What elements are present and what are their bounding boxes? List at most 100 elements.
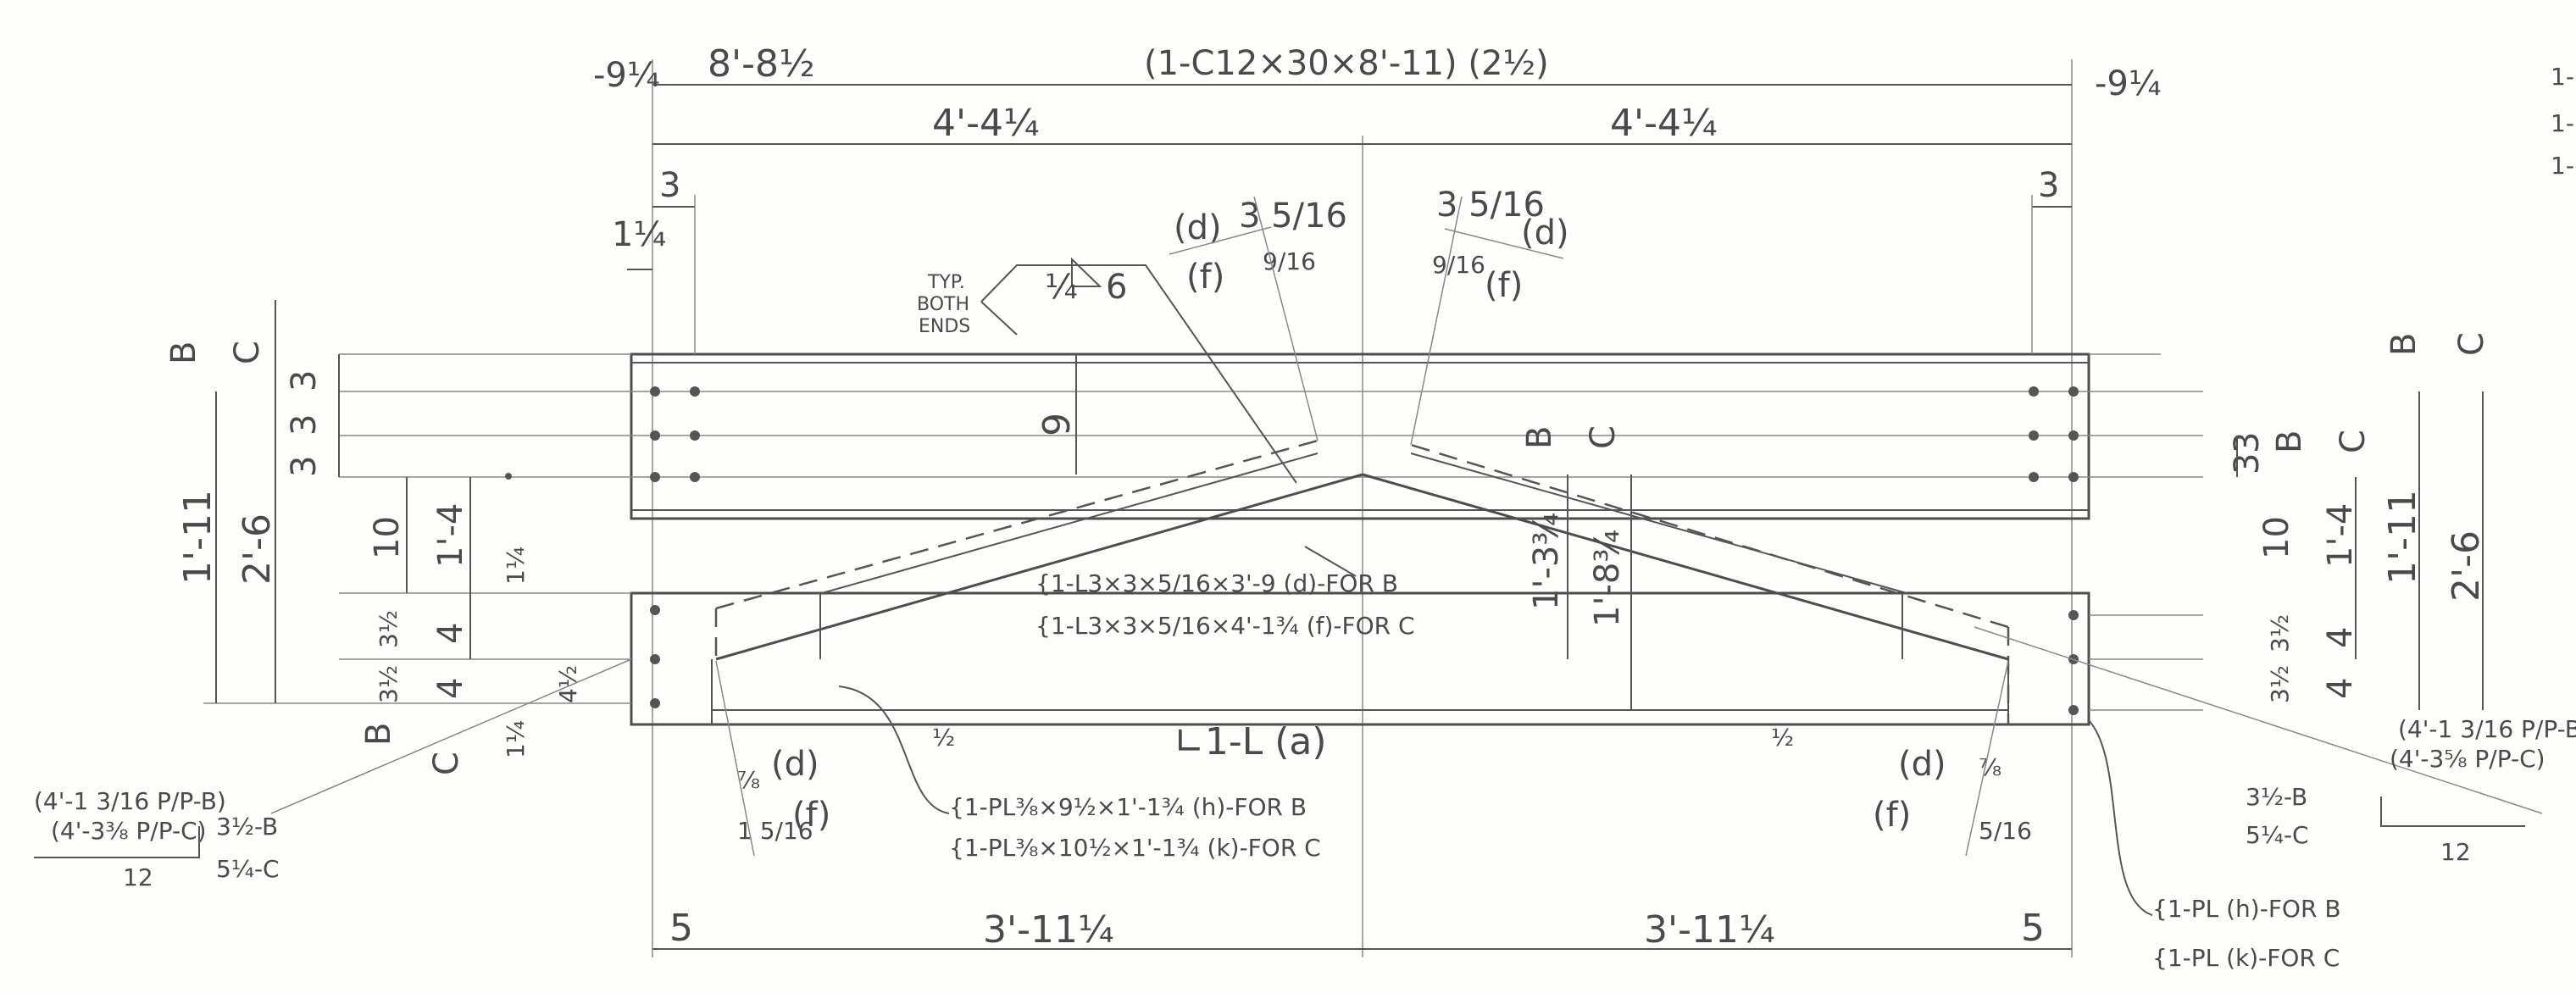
slope-right-rise-b: 3½-B bbox=[2246, 783, 2307, 811]
plate-note-leader bbox=[2088, 719, 2153, 916]
half-left: ½ bbox=[932, 724, 955, 752]
bottom-angle bbox=[203, 591, 2203, 726]
right-column-dims: B C 3 3 B C 10 1'-4 1'-11 2'-6 3½ 3½ 4 4 bbox=[1974, 332, 2543, 814]
bottom-half-left: 3'-11¼ bbox=[983, 908, 1114, 952]
slope-right-c: (4'-3⅝ P/P-C) bbox=[2390, 745, 2545, 773]
span-dimension: 8'-8½ bbox=[708, 42, 815, 86]
slope-left-run: 12 bbox=[123, 863, 153, 891]
right-offset: -9¼ bbox=[2095, 64, 2162, 103]
half-dimension-left: 4'-4¼ bbox=[932, 102, 1040, 145]
center-nine: 9 bbox=[1035, 413, 1079, 436]
weld-note-line2: BOTH bbox=[917, 294, 969, 315]
br-five-sixteenths: 5/16 bbox=[1979, 817, 2032, 845]
edge-mark-2: 1- bbox=[2551, 109, 2574, 137]
right-c-mid: C bbox=[2334, 430, 2373, 453]
bottom-end-right: 5 bbox=[2021, 907, 2045, 950]
weld-note-line1: TYP. bbox=[927, 272, 965, 293]
bottom-right-dims: (d) ⅞ (f) 5/16 bbox=[1873, 660, 2032, 857]
edge-mark-1: 1- bbox=[2551, 63, 2574, 91]
center-dim-c: 1'-8¾ bbox=[1588, 530, 1627, 627]
br-f: (f) bbox=[1873, 796, 1911, 835]
left-one-quarter: 1¼ bbox=[502, 547, 530, 585]
leader bbox=[1304, 546, 1357, 577]
bolt bbox=[2068, 705, 2079, 715]
left-d-value: 3 5/16 bbox=[1239, 197, 1347, 236]
left-three-half-a: 3½ bbox=[375, 610, 402, 648]
plate-h-callout: {1-PL⅜×9½×1'-1¾ (h)-FOR B bbox=[949, 793, 1307, 821]
bolt bbox=[2029, 472, 2039, 482]
plate-note-h: {1-PL (h)-FOR B bbox=[2152, 895, 2341, 923]
left-four-half: 4½ bbox=[554, 665, 582, 703]
bolt bbox=[650, 605, 660, 615]
slope-right-b: (4'-1 3/16 P/P-B) bbox=[2398, 715, 2576, 743]
br-seven-eighths: ⅞ bbox=[1979, 753, 2001, 781]
bolt bbox=[2068, 472, 2079, 482]
left-three-half-b: 3½ bbox=[375, 665, 402, 703]
bottom-angle-label: ∟1-L (a) bbox=[1174, 720, 1327, 763]
bolt bbox=[650, 386, 660, 397]
center-c: C bbox=[1584, 425, 1623, 449]
ext-line bbox=[1253, 196, 1319, 441]
ext-line bbox=[715, 660, 755, 857]
left-dim-b: 1'-11 bbox=[176, 490, 219, 585]
bolt bbox=[2068, 430, 2079, 441]
right-four-b: 4 bbox=[2321, 678, 2360, 699]
plate-k-callout: {1-PL⅜×10½×1'-1¾ (k)-FOR C bbox=[949, 834, 1321, 862]
right-b: B bbox=[2384, 333, 2423, 356]
left-three-a: 3 bbox=[285, 370, 324, 391]
bolt bbox=[2029, 386, 2039, 397]
slope-triangle-left bbox=[34, 826, 200, 858]
left-diagonal-heel bbox=[821, 452, 1319, 594]
weld-leader bbox=[980, 264, 1297, 484]
slope-left-rise-c: 5¼-C bbox=[216, 855, 280, 883]
right-c: C bbox=[2452, 332, 2491, 356]
top-left-three: 3 bbox=[659, 166, 680, 205]
weld-leader-tail bbox=[980, 301, 1018, 336]
right-three-half-b: 3½ bbox=[2266, 665, 2294, 703]
top-channel bbox=[339, 352, 2203, 520]
bolt bbox=[2029, 430, 2039, 441]
top-left-gauge: 1¼ bbox=[612, 215, 666, 254]
right-f-label: (f) bbox=[1485, 266, 1523, 305]
slope-line-right bbox=[1974, 626, 2543, 814]
slope-left-rise-b: 3½-B bbox=[216, 813, 278, 841]
left-ten: 10 bbox=[368, 516, 407, 559]
slope-triangle-right bbox=[2380, 796, 2525, 827]
edge-mark-3: 1- bbox=[2551, 152, 2574, 180]
left-b-bottom: B bbox=[359, 723, 398, 746]
right-diagonal-lower bbox=[1362, 473, 2009, 661]
slope-line-left bbox=[270, 658, 632, 814]
bl-d: (d) bbox=[771, 745, 819, 784]
weld-note-line3: ENDS bbox=[919, 316, 970, 337]
left-diagonal-lower bbox=[715, 473, 1363, 661]
dim-line bbox=[1444, 228, 1564, 259]
top-right-three: 3 bbox=[2038, 166, 2059, 205]
bolt bbox=[2068, 610, 2079, 620]
br-d: (d) bbox=[1898, 745, 1946, 784]
right-diagonal-heel bbox=[1410, 452, 1907, 594]
bolt bbox=[690, 386, 700, 397]
slope-right-run: 12 bbox=[2440, 838, 2471, 866]
right-three-a: 3 bbox=[2228, 432, 2267, 453]
right-dim-b: 1'-11 bbox=[2381, 490, 2424, 585]
angle-callout-d: {1-L3×3×5/16×3'-9 (d)-FOR B bbox=[1035, 569, 1398, 597]
slope-left: (4'-1 3/16 P/P-B) (4'-3⅜ P/P-C) 3½-B 5¼-… bbox=[34, 787, 280, 891]
left-column-dims: B C 3 3 3 1'-11 2'-6 10 1'-4 1¼ 4 3½ 3½ … bbox=[164, 300, 632, 814]
slope-left-b: (4'-1 3/16 P/P-B) bbox=[34, 787, 226, 815]
left-one-four: 1'-4 bbox=[431, 503, 470, 568]
bl-f: (f) bbox=[792, 796, 830, 835]
bolt bbox=[650, 654, 660, 664]
top-channel-bolts bbox=[505, 386, 2079, 482]
bottom-left-dims: ⅞ 1 5/16 (d) (f) bbox=[715, 660, 830, 857]
left-b: B bbox=[164, 341, 203, 364]
ext-line bbox=[1965, 660, 2009, 857]
center-dims: 9 B C 1'-3¾ 1'-8¾ {1-L3×3×5/16×3'-9 (d)-… bbox=[932, 354, 1794, 763]
left-four-a: 4 bbox=[431, 623, 470, 644]
angle-callout-f: {1-L3×3×5/16×4'-1¾ (f)-FOR C bbox=[1035, 612, 1415, 640]
right-d-value: 3 5/16 bbox=[1436, 186, 1545, 225]
left-one-quarter-b: 1¼ bbox=[502, 720, 530, 758]
left-f-label: (f) bbox=[1186, 258, 1224, 297]
right-one-four: 1'-4 bbox=[2321, 503, 2360, 568]
